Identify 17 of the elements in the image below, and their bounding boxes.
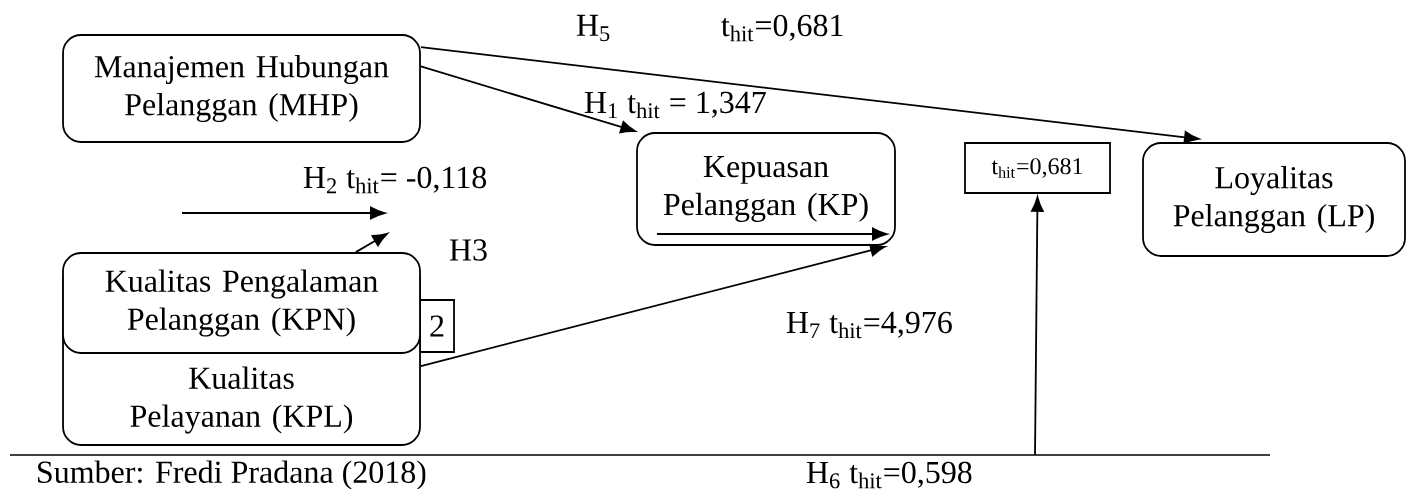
arrow — [354, 232, 388, 253]
process-box: Loyalitas Pelanggan (LP) — [1142, 142, 1406, 257]
path-label: H$_{2}$ t$_{hit}$= -0,118 — [303, 166, 487, 194]
path-label: H3 — [449, 239, 487, 261]
arrow — [420, 244, 886, 367]
value-box: t$_{hit}$=0,681 — [964, 142, 1111, 194]
process-box: Manajemen Hubungan Pelanggan (MHP) — [62, 34, 421, 143]
path-label: H$_{7}$ t$_{hit}$=4,976 — [786, 311, 952, 339]
process-box: Kepuasan Pelanggan (KP) — [636, 132, 896, 246]
value-box: 2 — [419, 299, 455, 353]
arrow — [420, 65, 636, 134]
path-label: H$_{6}$ t$_{hit}$=0,598 — [806, 461, 972, 489]
path-label: H$_{5}$ — [576, 14, 610, 42]
path-label: t$_{hit}$=0,681 — [721, 14, 843, 42]
arrow — [1031, 196, 1044, 456]
arrow — [420, 46, 1200, 144]
path-label: H$_{1}$ t$_{hit}$ = 1,347 — [584, 91, 766, 119]
